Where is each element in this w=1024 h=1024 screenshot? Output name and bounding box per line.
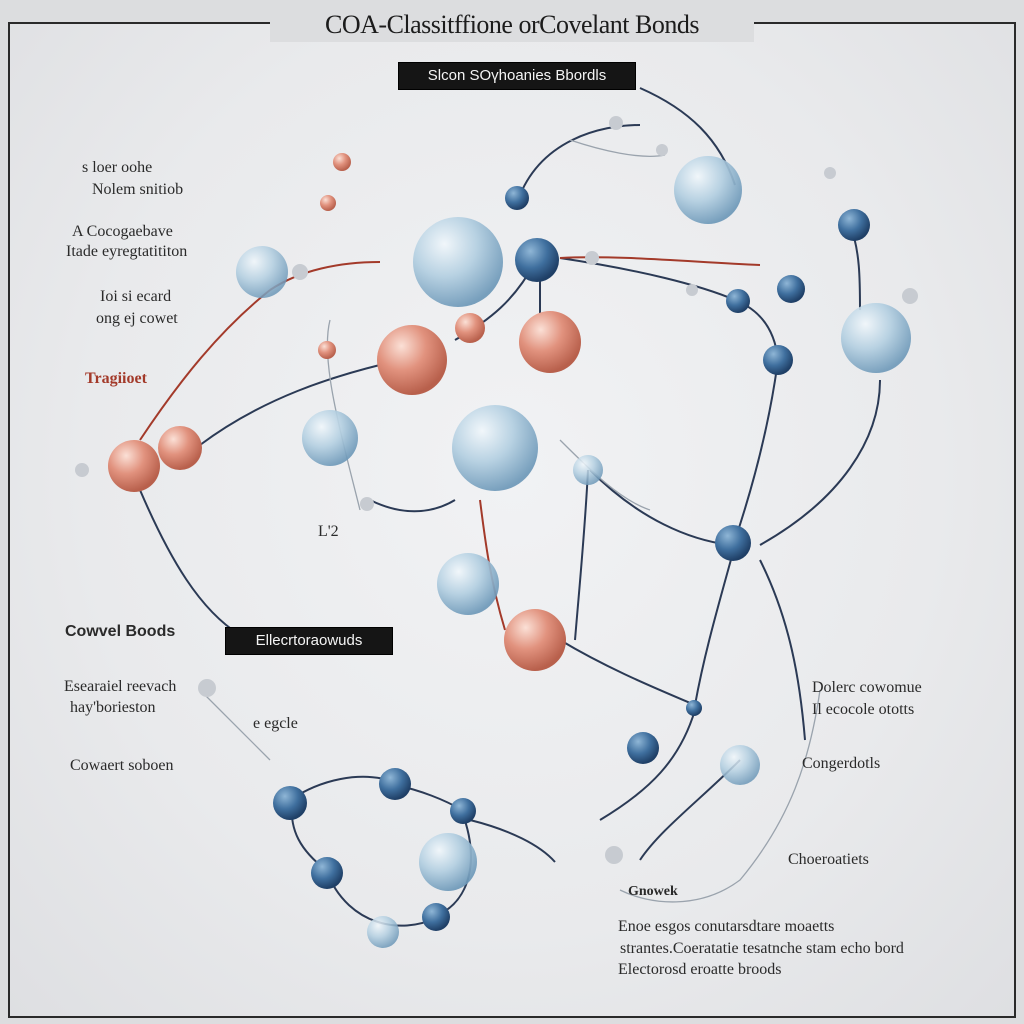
bond-line [369, 499, 456, 513]
blue-atom [777, 275, 805, 303]
glass-atom [437, 553, 499, 615]
particle [902, 288, 918, 304]
blue-atom [715, 525, 751, 561]
glass-atom [419, 833, 477, 891]
glass-atom [367, 916, 399, 948]
bond-line [559, 256, 761, 266]
bond-line [469, 819, 556, 863]
right-label: Enoe esgos conutarsdtare moaetts [618, 918, 835, 935]
blue-atom [450, 798, 476, 824]
bond-line [559, 439, 651, 511]
right-label: strantes.Coeratatie tesatnche stam echo … [620, 940, 904, 957]
blue-atom [379, 768, 411, 800]
top-tag: Ѕlcon ЅОүhoanies Bbordls [398, 62, 636, 90]
left-label: Nolem snitiob [92, 181, 184, 198]
glass-atom [573, 455, 603, 485]
right-label: Dolerc cowomue [812, 679, 922, 696]
diagram-title: COA-Classitffione orCovelant Bonds [270, 8, 754, 42]
blue-atom [838, 209, 870, 241]
blue-atom [627, 732, 659, 764]
bond-line [559, 639, 696, 706]
right-label: Congerdotls [802, 755, 881, 772]
glass-atom [674, 156, 742, 224]
left-label: L'2 [318, 523, 339, 540]
orange-atom [108, 440, 160, 492]
orange-atom [504, 609, 566, 671]
orange-atom [320, 195, 336, 211]
bond-line [694, 544, 736, 706]
glass-atom [413, 217, 503, 307]
small-particles [75, 116, 918, 864]
left-label: Esearaiel reevach [64, 678, 177, 695]
bond-line [619, 689, 821, 903]
bond-line [569, 139, 666, 157]
bond-line [734, 359, 779, 541]
bond-line [759, 379, 881, 546]
glass-atoms [236, 156, 911, 948]
particle [824, 167, 836, 179]
blue-atoms [273, 186, 870, 931]
orange-atoms [108, 153, 581, 671]
blue-atom [515, 238, 559, 282]
left-label: Cowaert soboen [70, 757, 174, 774]
bond-line [589, 469, 731, 546]
left-label: Itade eyregtatititon [66, 243, 188, 260]
orange-atom [377, 325, 447, 395]
orange-atom [318, 341, 336, 359]
glass-atom [302, 410, 358, 466]
right-label: Il ecocole ototts [812, 701, 915, 718]
bond-line [559, 257, 736, 301]
right-label-small: Gnowek [628, 884, 678, 899]
left-label-heading: Cowvel Boods [65, 623, 176, 640]
blue-atom [505, 186, 529, 210]
mid-tag: Ellecrtoraowuds [225, 627, 393, 655]
orange-atom [333, 153, 351, 171]
blue-atom [422, 903, 450, 931]
bond-line [139, 489, 241, 636]
particle [686, 284, 698, 296]
glass-atom [720, 745, 760, 785]
bond-line [139, 289, 271, 441]
left-label: Ioi si ecard [100, 288, 172, 305]
particle [198, 679, 216, 697]
glass-atom [841, 303, 911, 373]
particle [609, 116, 623, 130]
left-label: e egcle [253, 715, 298, 732]
blue-atom [763, 345, 793, 375]
blue-atom [273, 786, 307, 820]
right-label: Choeroatiets [788, 851, 869, 868]
bond-line [759, 559, 806, 741]
left-label: s loer oohe [82, 159, 153, 176]
particle [585, 251, 599, 265]
orange-atom [519, 311, 581, 373]
blue-atom [686, 700, 702, 716]
left-label: A Cocogaebave [72, 223, 173, 240]
particle [605, 846, 623, 864]
left-label: ong ej cowet [96, 310, 178, 327]
orange-atom [455, 313, 485, 343]
glass-atom [236, 246, 288, 298]
bond-line [517, 124, 641, 201]
left-label: hay'borieston [70, 699, 156, 716]
glass-atom [452, 405, 538, 491]
blue-atom [311, 857, 343, 889]
right-label: Electorosd eroatte broods [618, 961, 782, 978]
blue-atom [726, 289, 750, 313]
bond-line [289, 775, 396, 801]
particle [656, 144, 668, 156]
orange-atom [158, 426, 202, 470]
particle [360, 497, 374, 511]
bond-line [599, 709, 696, 821]
particle [292, 264, 308, 280]
left-label-highlight: Tragiioet [85, 370, 147, 387]
bond-line [326, 319, 361, 511]
bond-line [199, 689, 271, 761]
particle [75, 463, 89, 477]
bond-line [574, 469, 589, 641]
